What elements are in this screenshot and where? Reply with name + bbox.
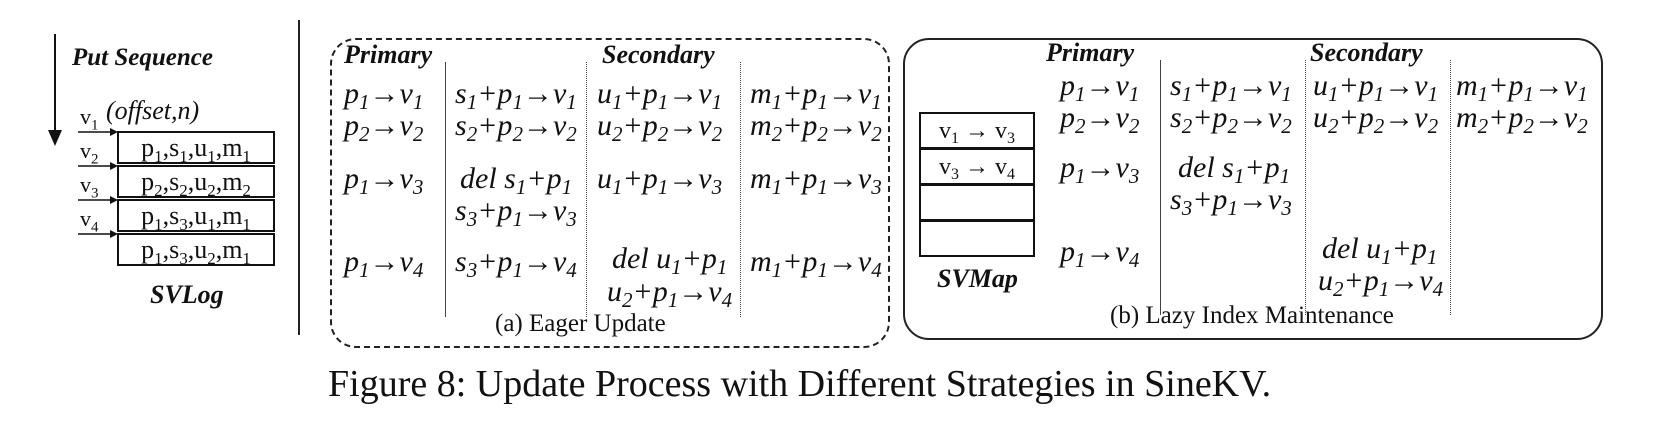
eager-primary-header: Primary (344, 40, 433, 69)
eager-caption: (a) Eager Update (495, 310, 666, 337)
lazy-column-divider (1450, 60, 1451, 315)
lazy-m-entry: m1+p1→v1 (1456, 69, 1588, 107)
svmap-label: SVMap (937, 264, 1018, 293)
version-pointer-arrows (78, 128, 118, 238)
version-label-v4: v4 (80, 206, 99, 236)
section-divider (298, 20, 300, 335)
lazy-secondary-header: Secondary (1310, 38, 1423, 67)
eager-column-divider (740, 62, 741, 317)
svmap-row: v1 → v3 (919, 112, 1035, 149)
lazy-s-entry: s1+p1→v1 (1170, 69, 1292, 107)
version-label-v3: v3 (80, 172, 99, 202)
lazy-s-entry: del s1+p1 (1178, 151, 1291, 189)
svmap-row (919, 184, 1035, 221)
eager-u-entry: u2+p1→v4 (607, 275, 733, 313)
lazy-primary-divider (1160, 60, 1161, 315)
eager-secondary-header: Secondary (602, 40, 715, 69)
lazy-primary-entry: p1→v1 (1060, 69, 1140, 107)
version-label-v2: v2 (80, 138, 99, 168)
eager-s-entry: del s1+p1 (460, 162, 573, 200)
eager-m-entry: m1+p1→v1 (750, 77, 882, 115)
svlog-entry: p1,s3,u1,m1 (117, 199, 275, 234)
version-label-v1: v1 (80, 104, 99, 134)
eager-primary-entry: p1→v4 (344, 245, 424, 283)
eager-u-entry: u2+p2→v2 (597, 109, 723, 147)
lazy-primary-header: Primary (1046, 38, 1135, 67)
eager-m-entry: m1+p1→v3 (750, 162, 882, 200)
eager-s-entry: s1+p1→v1 (455, 77, 577, 115)
eager-u-entry: u1+p1→v1 (597, 77, 723, 115)
svlog-entry: p1,s1,u1,m1 (117, 131, 275, 166)
lazy-column-divider (1305, 60, 1306, 315)
svmap-row (919, 220, 1035, 257)
lazy-primary-entry: p1→v4 (1060, 235, 1140, 273)
lazy-s-entry: s3+p1→v3 (1170, 183, 1292, 221)
lazy-primary-entry: p2→v2 (1060, 101, 1140, 139)
eager-u-entry: u1+p1→v3 (597, 162, 723, 200)
figure-caption: Figure 8: Update Process with Different … (328, 363, 1272, 405)
lazy-u-entry: u1+p1→v1 (1313, 69, 1439, 107)
eager-primary-entry: p1→v3 (344, 162, 424, 200)
eager-s-entry: s3+p1→v4 (455, 245, 577, 283)
lazy-u-entry: u2+p1→v4 (1318, 264, 1444, 302)
eager-s-entry: s3+p1→v3 (455, 194, 577, 232)
lazy-caption: (b) Lazy Index Maintenance (1110, 302, 1394, 329)
sequence-arrow-icon (48, 34, 62, 146)
eager-s-entry: s2+p2→v2 (455, 109, 577, 147)
eager-primary-entry: p1→v1 (344, 77, 424, 115)
svlog-entry: p1,s3,u2,m1 (117, 233, 275, 268)
eager-m-entry: m1+p1→v4 (750, 245, 882, 283)
eager-u-entry: del u1+p1 (612, 242, 728, 280)
eager-m-entry: m2+p2→v2 (750, 109, 882, 147)
lazy-u-entry: del u1+p1 (1322, 232, 1438, 270)
eager-primary-entry: p2→v2 (344, 109, 424, 147)
lazy-m-entry: m2+p2→v2 (1456, 101, 1588, 139)
svlog-entry: p2,s2,u2,m2 (117, 165, 275, 200)
svlog-label: SVLog (150, 280, 224, 309)
put-sequence-title: Put Sequence (72, 44, 213, 71)
eager-primary-divider (445, 62, 446, 317)
eager-column-divider (586, 62, 587, 317)
lazy-panel-border (903, 38, 1603, 340)
lazy-u-entry: u2+p2→v2 (1313, 101, 1439, 139)
lazy-primary-entry: p1→v3 (1060, 151, 1140, 189)
eager-panel-border (330, 38, 890, 348)
lazy-s-entry: s2+p2→v2 (1170, 101, 1292, 139)
svmap-row: v3 → v4 (919, 148, 1035, 185)
offset-label: (offset,n) (106, 96, 200, 125)
